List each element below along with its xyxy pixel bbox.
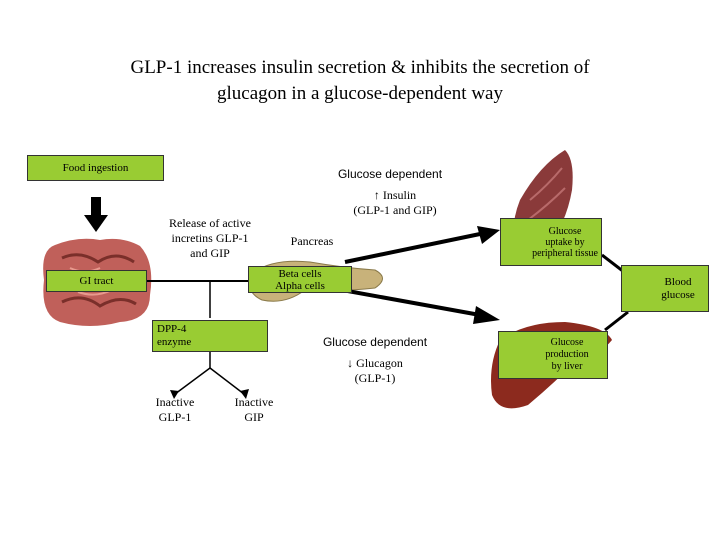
insulin-to-uptake-arrow <box>344 226 500 264</box>
diagram-title: GLP-1 increases insulin secretion & inhi… <box>60 55 660 107</box>
glucose-uptake-line-1: Glucose <box>548 225 582 237</box>
title-line-2: glucagon in a glucose-dependent way <box>217 83 503 104</box>
beta-cells-label: Beta cells <box>278 267 322 280</box>
inactive-glp1-arrowhead <box>170 390 179 399</box>
release-incretins-text: Release of active incretins GLP-1 and GI… <box>150 216 270 261</box>
blood-glucose-box: Blood glucose <box>621 265 709 312</box>
dpp4-to-inactive-gip-line <box>209 367 245 395</box>
glucagon-line-1: Glucagon <box>356 356 403 370</box>
blood-glucose-line-2: glucose <box>661 288 695 301</box>
insulin-text: ↑ Insulin (GLP-1 and GIP) <box>330 188 460 218</box>
food-ingestion-box: Food ingestion <box>27 155 164 181</box>
blood-glucose-line-1: Blood <box>664 275 692 288</box>
food-to-gi-arrow <box>84 197 108 232</box>
food-ingestion-label: Food ingestion <box>62 161 129 174</box>
up-arrow-icon: ↑ <box>373 188 380 202</box>
inactive-gip-text: Inactive GIP <box>224 395 284 425</box>
insulin-line-2: (GLP-1 and GIP) <box>353 203 437 217</box>
alpha-cells-label: Alpha cells <box>275 279 325 292</box>
dpp4-label: DPP-4 <box>157 323 187 335</box>
enzyme-label: enzyme <box>157 336 192 348</box>
release-line-1: Release of active <box>169 216 251 230</box>
production-to-blood-arrow <box>604 310 629 332</box>
glucose-uptake-box: Glucose uptake by peripheral tissue <box>500 218 602 266</box>
inactive-glp1-line-2: GLP-1 <box>158 410 192 424</box>
dpp4-enzyme-box: DPP-4 enzyme <box>152 320 268 352</box>
inactive-glp1-line-1: Inactive <box>155 395 195 409</box>
glucose-dependent-bottom: Glucose dependent <box>322 335 428 349</box>
glucose-uptake-line-3: peripheral tissue <box>532 247 598 259</box>
pancreas-label: Pancreas <box>290 234 334 248</box>
glucose-production-box: Glucose production by liver <box>498 331 608 379</box>
glucagon-text: ↓ Glucagon (GLP-1) <box>330 356 420 386</box>
glucose-dependent-top: Glucose dependent <box>337 167 443 181</box>
down-arrow-icon: ↓ <box>347 356 354 370</box>
gi-tract-label: GI tract <box>79 274 114 287</box>
dpp4-to-inactive-glp1-line <box>174 367 211 395</box>
glucose-uptake-line-2: uptake by <box>545 236 585 248</box>
inactive-gip-line-2: GIP <box>244 410 264 424</box>
gi-tract-box: GI tract <box>46 270 147 292</box>
title-line-1: GLP-1 increases insulin secretion & inhi… <box>130 57 590 78</box>
release-line-2: incretins GLP-1 <box>171 231 249 245</box>
inactive-glp1-text: Inactive GLP-1 <box>145 395 205 425</box>
inactive-gip-arrowhead <box>240 389 249 399</box>
release-line-3: and GIP <box>190 246 230 260</box>
inactive-gip-line-1: Inactive <box>234 395 274 409</box>
beta-alpha-cells-box: Beta cells Alpha cells <box>248 266 352 293</box>
glucose-production-line-2: production <box>545 349 589 360</box>
glucagon-line-2: (GLP-1) <box>354 371 396 385</box>
insulin-line-1: Insulin <box>382 188 417 202</box>
glucose-production-line-3: by liver <box>551 361 583 372</box>
glucose-production-line-1: Glucose <box>550 337 584 348</box>
